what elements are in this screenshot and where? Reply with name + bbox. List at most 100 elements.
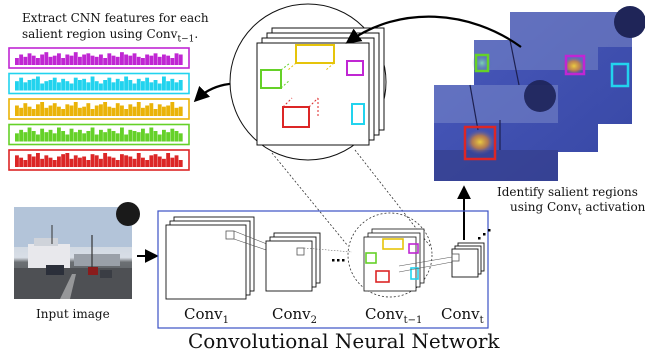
- feature-bar: [120, 154, 124, 167]
- feature-bar: [145, 77, 150, 91]
- feature-bar: [31, 109, 36, 116]
- feature-bar: [94, 134, 99, 142]
- feature-bar: [36, 134, 40, 142]
- feature-bar: [141, 107, 145, 116]
- feature-bar: [124, 54, 129, 65]
- feature-bar: [128, 156, 133, 167]
- feature-bar: [19, 129, 24, 142]
- feature-bar: [90, 127, 95, 142]
- feature-bar: [145, 133, 150, 142]
- feature-bar: [136, 56, 141, 65]
- feature-bar: [15, 105, 19, 116]
- feature-bar: [40, 54, 45, 65]
- feature-bar: [107, 128, 112, 142]
- feature-bar: [162, 158, 166, 167]
- feature-bar: [115, 160, 120, 167]
- feature-bar: [44, 132, 49, 142]
- feature-bar: [31, 55, 36, 65]
- feature-bar: [149, 103, 154, 116]
- feature-bar: [27, 127, 32, 142]
- feature-bar: [132, 106, 137, 116]
- feature-bar: [69, 158, 74, 167]
- feature-bar: [48, 157, 53, 167]
- feature-bar: [103, 153, 108, 167]
- feature-bar: [170, 58, 175, 65]
- feature-bar: [19, 157, 24, 167]
- feature-bar: [115, 133, 120, 142]
- feature-bar: [31, 131, 36, 142]
- feature-bar: [174, 155, 179, 167]
- feature-bar: [44, 81, 49, 91]
- feature-bar: [36, 76, 40, 91]
- feature-bar: [69, 128, 74, 142]
- feature-bar: [157, 56, 162, 65]
- conv-t-minus-1-label: Convt−1: [365, 305, 423, 326]
- feature-bar: [99, 104, 103, 116]
- feature-bar: [36, 153, 40, 167]
- feature-bar: [61, 78, 66, 91]
- feature-bar: [153, 109, 158, 116]
- feature-bar: [15, 133, 19, 142]
- feature-bar: [128, 80, 133, 91]
- feature-bar: [52, 77, 57, 91]
- feature-bar: [94, 155, 99, 167]
- feature-bar: [57, 53, 61, 65]
- feature-bar: [107, 77, 112, 91]
- feature-bar: [40, 128, 45, 142]
- conv-t-minus-1-block: [347, 212, 453, 298]
- feature-bar: [52, 133, 57, 142]
- feature-bar: [86, 82, 91, 91]
- conv-t-label: Convt: [441, 305, 484, 326]
- top-caption-line2: salient region using Convt−1.: [22, 27, 199, 45]
- feature-bar: [69, 83, 74, 91]
- feature-bar: [157, 134, 162, 142]
- feature-bar: [170, 78, 175, 91]
- feature-bar: [157, 104, 162, 116]
- ellipsis-1: [332, 259, 345, 262]
- feature-bar: [153, 53, 158, 65]
- ellipsis-2: [478, 229, 491, 240]
- conv1-label: Conv1: [184, 305, 230, 326]
- feature-bar: [170, 102, 175, 116]
- feature-bar: [23, 56, 28, 65]
- feature-bar: [48, 129, 53, 142]
- feature-histograms: [8, 47, 190, 171]
- feature-bar: [65, 134, 70, 142]
- feature-bar: [23, 82, 28, 91]
- feature-bar: [115, 103, 120, 116]
- feature-bar: [153, 80, 158, 91]
- feature-bar: [90, 109, 95, 116]
- feature-bar: [27, 106, 32, 116]
- feature-bar: [128, 104, 133, 116]
- feature-bar: [136, 102, 141, 116]
- feature-bar: [166, 105, 171, 116]
- feature-bar: [27, 53, 32, 65]
- feature-bar: [162, 76, 166, 91]
- feature-bar: [136, 153, 141, 167]
- feature-bar: [153, 131, 158, 142]
- feature-bar: [166, 132, 171, 142]
- feature-bar: [124, 134, 129, 142]
- feature-bar: [107, 53, 112, 65]
- feature-bar: [44, 52, 49, 65]
- feature-bar: [149, 127, 154, 142]
- feature-bar: [65, 104, 70, 116]
- feature-bar: [103, 102, 108, 116]
- feature-bar: [19, 77, 24, 91]
- feature-bar: [120, 81, 124, 91]
- feature-bar: [132, 83, 137, 91]
- feature-bar: [99, 83, 103, 91]
- feature-bar: [27, 80, 32, 91]
- feature-bar: [111, 82, 116, 91]
- feature-bar: [57, 156, 61, 167]
- feature-bar: [94, 56, 99, 65]
- feature-bar: [153, 154, 158, 167]
- feature-bar: [149, 155, 154, 167]
- feature-bar: [132, 158, 137, 167]
- feature-bar: [61, 154, 66, 167]
- feature-bar: [157, 156, 162, 167]
- feature-bar: [31, 78, 36, 91]
- feature-bar: [178, 133, 183, 142]
- feature-bar: [141, 58, 145, 65]
- feature-bar: [170, 128, 175, 142]
